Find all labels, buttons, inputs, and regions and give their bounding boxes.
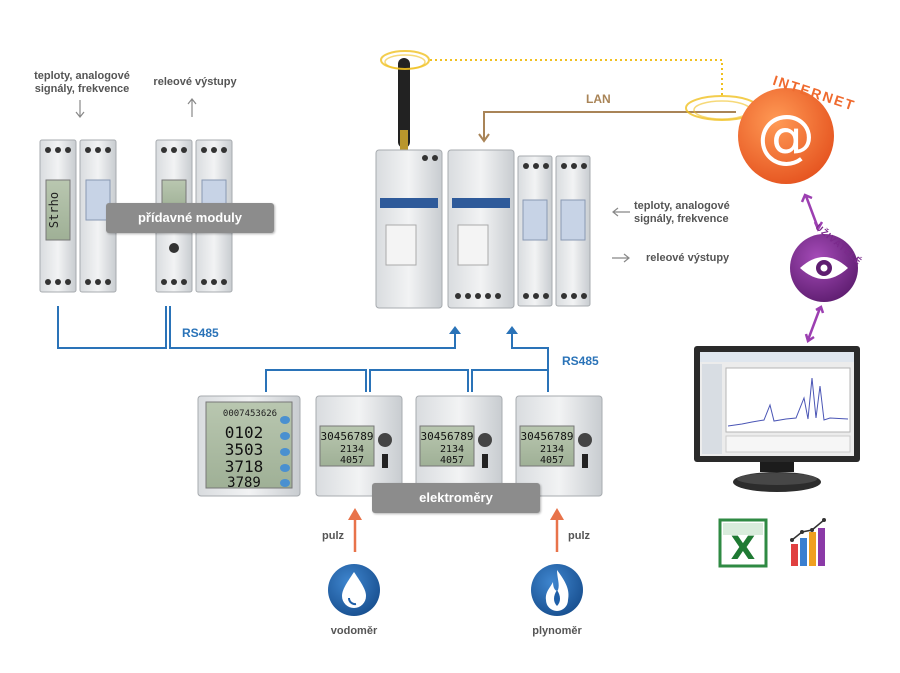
big-meter-line-1: 0102 xyxy=(225,423,264,442)
rs485-left-line xyxy=(57,306,167,349)
monitor xyxy=(694,346,860,492)
inputs-label-right: teploty, analogové signály, frekvence xyxy=(634,200,730,225)
gateway-group xyxy=(375,50,630,309)
rs485-label-right: RS485 xyxy=(562,354,599,368)
lan-label: LAN xyxy=(586,92,611,106)
gas-meter-label: plynoměr xyxy=(532,625,582,637)
rs485-meter-chain xyxy=(265,369,548,392)
internet-node: @ xyxy=(738,88,834,184)
water-meter-label: vodoměr xyxy=(330,625,378,637)
bar-chart-icon xyxy=(790,518,826,566)
big-meter-line-3: 3718 xyxy=(225,457,264,476)
pulse-label-left: pulz xyxy=(322,530,344,542)
svg-text:X: X xyxy=(731,529,756,567)
eye-icon xyxy=(800,257,848,279)
users-monitor-link xyxy=(804,305,825,343)
meter-3-line-3: 4057 xyxy=(540,455,564,466)
input-arrow-down-left xyxy=(75,100,85,118)
meter-3-line-2: 2134 xyxy=(540,444,564,455)
meter-3: 30456789 2134 4057 xyxy=(515,395,603,497)
relays-label-right: releové výstupy xyxy=(646,252,730,264)
antenna-icon xyxy=(380,50,430,154)
rs485-to-gateway xyxy=(169,306,456,349)
water-meter-node xyxy=(328,564,380,616)
relay-arrow-right-right xyxy=(612,253,630,263)
big-meter-line-4: 3789 xyxy=(227,475,261,491)
gsm-link-dotted xyxy=(430,59,723,96)
gas-meter-node xyxy=(531,564,583,616)
module-display-text: Strho xyxy=(47,192,61,228)
module-1: Strho xyxy=(39,139,77,293)
big-meter-line-2: 3503 xyxy=(225,440,264,459)
big-meter-top: 0007453626 xyxy=(223,409,277,419)
meter-1-line-2: 2134 xyxy=(340,444,364,455)
meter-2-line-1: 30456789 xyxy=(421,430,474,443)
meter-2-line-2: 2134 xyxy=(440,444,464,455)
relay-arrow-up-left xyxy=(187,98,197,117)
inputs-label-left: teploty, analogové signály, frekvence xyxy=(34,70,130,95)
pulse-label-right: pulz xyxy=(568,530,590,542)
at-sign-icon: @ xyxy=(757,102,815,170)
water-drop-icon xyxy=(342,572,366,608)
lan-link xyxy=(478,111,736,143)
flame-icon xyxy=(545,570,569,611)
big-meter: 0007453626 0102 3503 3718 3789 xyxy=(197,395,301,497)
meters-row: 30456789 2134 4057 30456789 2134 4057 30… xyxy=(315,395,603,497)
internet-users-link xyxy=(800,193,824,232)
rs485-meters-line xyxy=(511,330,549,392)
meter-3-line-1: 30456789 xyxy=(521,430,574,443)
users-node xyxy=(790,234,858,302)
meter-2-line-3: 4057 xyxy=(440,455,464,466)
excel-icon: X xyxy=(718,518,768,568)
meters-bar: elektroměry xyxy=(372,483,540,513)
meter-1: 30456789 2134 4057 xyxy=(315,395,403,497)
meter-1-line-3: 4057 xyxy=(340,455,364,466)
meter-1-line-1: 30456789 xyxy=(321,430,374,443)
meter-2: 30456789 2134 4057 xyxy=(415,395,503,497)
modules-bar: přídavné moduly xyxy=(106,203,274,233)
relays-label-left: releové výstupy xyxy=(153,76,237,88)
rs485-label-top: RS485 xyxy=(182,326,219,340)
left-module-group: Strho xyxy=(39,98,233,293)
input-arrow-left-right xyxy=(612,207,630,217)
